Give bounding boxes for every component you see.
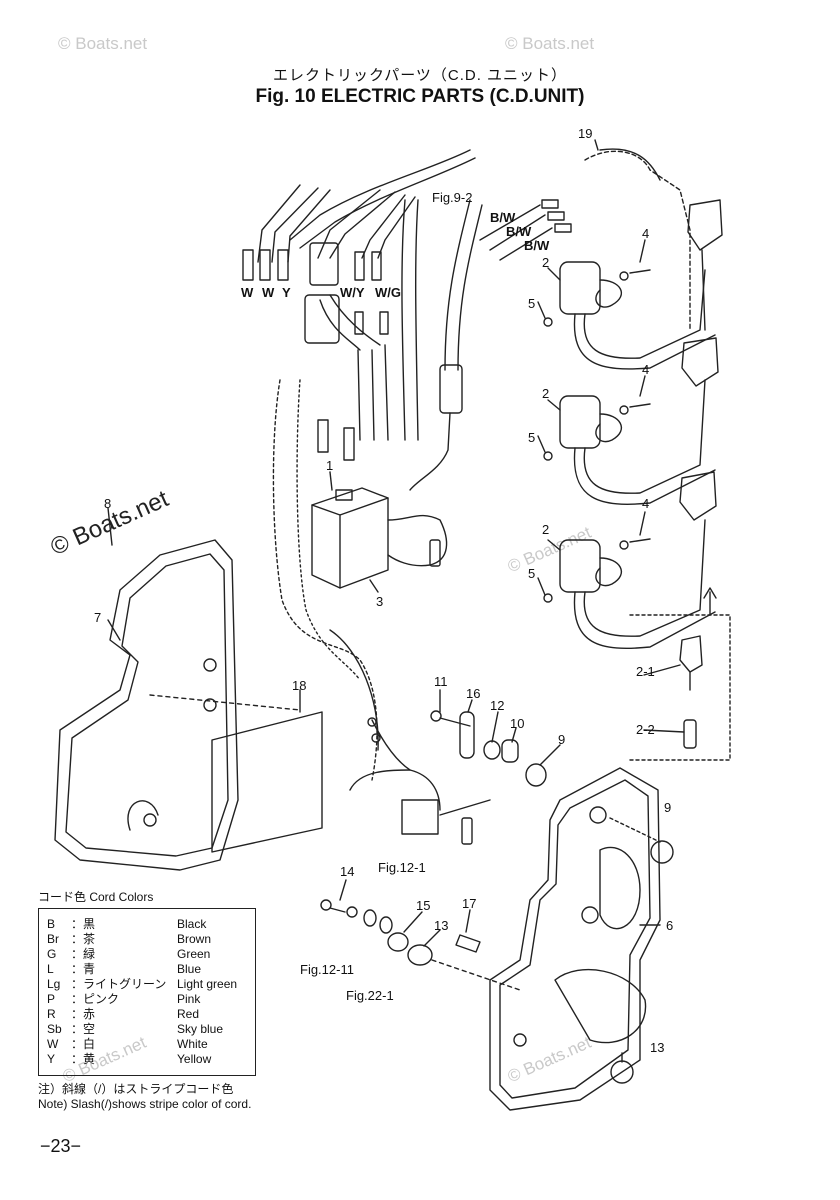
wire-label: W	[262, 285, 275, 300]
legend-row: Br ：茶 Brown	[47, 932, 211, 947]
legend-code: R	[47, 1007, 56, 1021]
watermark: © Boats.net	[58, 34, 148, 53]
callout-1: 1	[326, 458, 334, 473]
legend-row: G ：緑 Green	[47, 947, 210, 962]
callout-2: 2	[542, 522, 550, 537]
callout-5: 5	[528, 430, 536, 445]
legend-row: R ：赤 Red	[47, 1007, 199, 1022]
watermark: © Boats.net	[505, 34, 595, 53]
page-number: −23−	[40, 1136, 82, 1156]
callout-19: 19	[578, 126, 593, 141]
cord-colors-table: B ：黒 Black Br ：茶 Brown G ：緑 Green L ：青 Blue Lg ：ラ…	[38, 908, 256, 1076]
fig-ref-9-2: Fig.9-2	[432, 190, 473, 205]
legend-en: Sky blue	[177, 1022, 224, 1036]
legend-code: Lg	[47, 977, 61, 991]
legend-en: White	[177, 1037, 208, 1051]
callout-4: 4	[642, 226, 650, 241]
callout-18: 18	[292, 678, 307, 693]
legend-code: W	[47, 1037, 59, 1051]
legend-en: Blue	[177, 962, 202, 976]
callout-2-2: 2-2	[636, 722, 655, 737]
legend-jp: ：青	[71, 962, 96, 976]
legend-jp: ：黄	[71, 1052, 96, 1066]
callout-13: 13	[650, 1040, 665, 1055]
legend-jp: ：黒	[71, 917, 96, 931]
legend-code: G	[47, 947, 57, 961]
legend-note-jp: 注）斜線（/）はストライプコード色	[38, 1082, 234, 1096]
fig-ref-22-1: Fig.22-1	[346, 988, 394, 1003]
callout-2-1: 2-1	[636, 664, 655, 679]
cord-colors-header: コード色 Cord Colors	[38, 890, 154, 904]
callout-16: 16	[466, 686, 481, 701]
callout-5: 5	[528, 296, 536, 311]
callout-7: 7	[94, 610, 102, 625]
legend-jp: ：緑	[71, 947, 96, 961]
legend-row: Sb ：空 Sky blue	[47, 1022, 223, 1037]
callout-14: 14	[340, 864, 355, 879]
callout-12: 12	[490, 698, 505, 713]
legend-en: Black	[177, 917, 207, 931]
legend-code: Sb	[47, 1022, 62, 1036]
legend-row: B ：黒 Black	[47, 917, 206, 932]
fig-ref-12-11: Fig.12-11	[300, 962, 354, 977]
legend-code: L	[47, 962, 54, 976]
legend-row: L ：青 Blue	[47, 962, 201, 977]
legend-code: P	[47, 992, 56, 1006]
fig-ref-12-1: Fig.12-1	[378, 860, 426, 875]
wire-label: B/W	[506, 224, 532, 239]
wire-label: W	[241, 285, 254, 300]
wire-label: W/Y	[340, 285, 365, 300]
callout-9: 9	[558, 732, 566, 747]
wire-label: W/G	[375, 285, 401, 300]
legend-en: Light green	[177, 977, 238, 991]
legend-note-en: Note) Slash(/)shows stripe color of cord…	[38, 1097, 252, 1111]
legend-code: Br	[47, 932, 59, 946]
page-title: Fig. 10 ELECTRIC PARTS (C.D.UNIT)	[255, 86, 585, 107]
legend-en: Brown	[177, 932, 212, 946]
wire-label: Y	[282, 285, 291, 300]
legend-en: Yellow	[177, 1052, 212, 1066]
wire-label: B/W	[490, 210, 516, 225]
callout-11: 11	[434, 674, 448, 689]
callout-13: 13	[434, 918, 449, 933]
callout-2: 2	[542, 255, 550, 270]
legend-jp: ：空	[71, 1022, 96, 1036]
legend-jp: ：ピンク	[71, 992, 120, 1006]
callout-8: 8	[104, 496, 112, 511]
legend-jp: ：白	[71, 1037, 96, 1051]
callout-17: 17	[462, 896, 477, 911]
legend-jp: ：茶	[71, 932, 96, 946]
callout-2: 2	[542, 386, 550, 401]
page-title-jp: エレクトリックパーツ（C.D. ユニット）	[272, 67, 568, 84]
legend-row: Lg ：ライトグリーン Light green	[47, 977, 237, 992]
callout-6: 6	[666, 918, 674, 933]
callout-9: 9	[664, 800, 672, 815]
legend-jp: ：ライトグリーン	[71, 977, 167, 991]
callout-15: 15	[416, 898, 431, 913]
callout-10: 10	[510, 716, 525, 731]
legend-row: W ：白 White	[47, 1037, 208, 1052]
legend-code: Y	[47, 1052, 56, 1066]
legend-row: P ：ピンク Pink	[47, 992, 200, 1007]
wire-label: B/W	[524, 238, 550, 253]
legend-en: Green	[177, 947, 211, 961]
legend-en: Pink	[177, 992, 201, 1006]
legend-en: Red	[177, 1007, 200, 1021]
legend-row: Y ：黄 Yellow	[47, 1052, 211, 1067]
callout-3: 3	[376, 594, 384, 609]
callout-4: 4	[642, 496, 650, 511]
callout-4: 4	[642, 362, 650, 377]
legend-jp: ：赤	[71, 1007, 96, 1021]
callout-5: 5	[528, 566, 536, 581]
legend-code: B	[47, 917, 56, 931]
